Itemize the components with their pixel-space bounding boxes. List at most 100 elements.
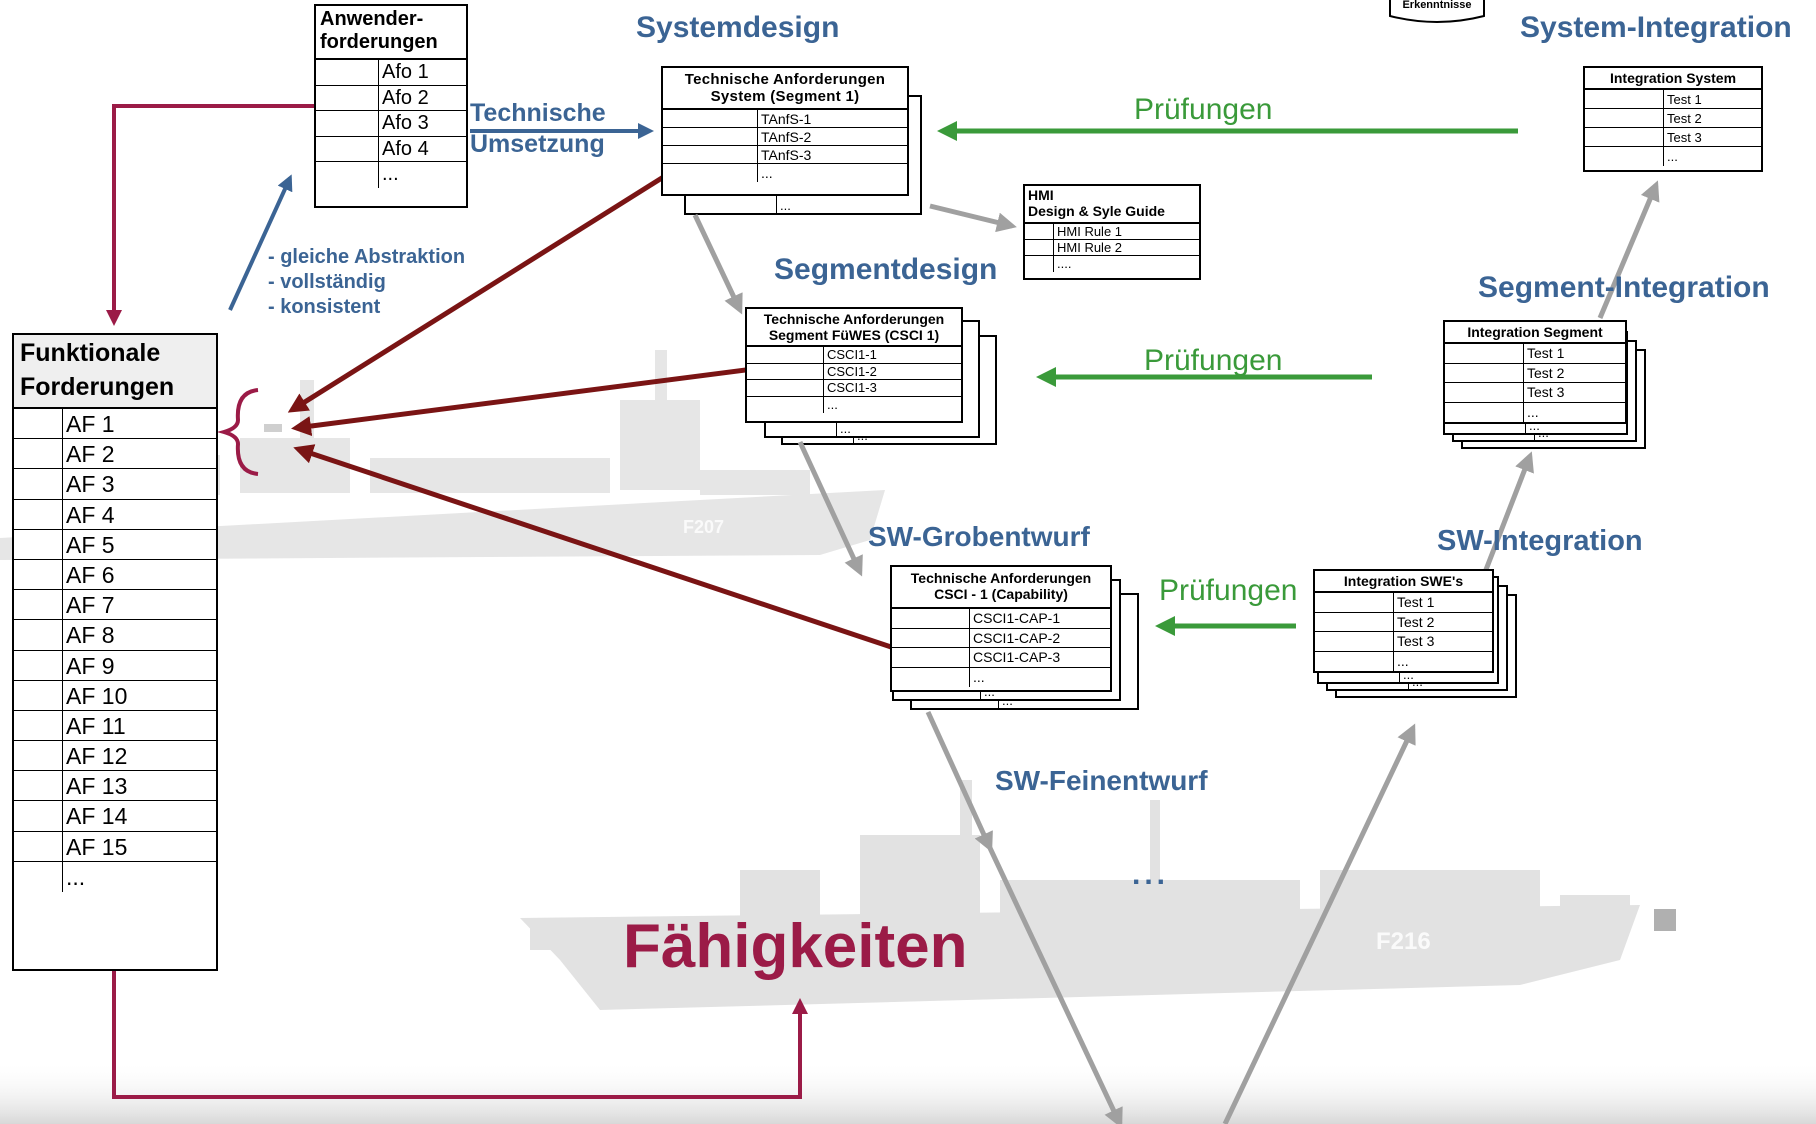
- row-indent-cell: [14, 499, 63, 529]
- table-row: AF 7: [14, 590, 216, 621]
- brace-icon: [216, 388, 259, 476]
- table-row: ...: [663, 164, 907, 182]
- trace-arrow-segment: [291, 358, 816, 436]
- table-row: ...: [316, 162, 466, 188]
- row-label: AF 13: [66, 773, 128, 800]
- arrow-system-to-segment: [692, 213, 743, 315]
- table-row: TAnfS-1: [663, 110, 907, 128]
- row-label: Test 2: [1667, 111, 1702, 126]
- shadow-ellipsis: ...: [1529, 418, 1540, 433]
- table-row: ...: [892, 667, 1110, 687]
- row-indent-cell: [747, 347, 824, 363]
- arrow-bottom-to-swe-int: [1222, 723, 1416, 1124]
- table-row: Test 2: [1445, 363, 1625, 383]
- arrow-segment-to-system-int: [1597, 180, 1660, 319]
- ship-f207-silhouette: [0, 350, 885, 560]
- row-label: ...: [827, 396, 838, 412]
- row-label: AF 3: [66, 471, 115, 498]
- row-indent-cell: [1445, 363, 1524, 382]
- table-row: Test 3: [1315, 632, 1492, 652]
- table-header: Integration SWE's: [1315, 571, 1492, 593]
- header-line: Technische Anforderungen: [910, 570, 1092, 586]
- heading-system-integration: System-Integration: [1520, 11, 1792, 44]
- funktionale-to-faehigkeiten-arrow: [112, 970, 808, 1099]
- header-line: Anwender-: [320, 8, 424, 30]
- row-label: ...: [1667, 149, 1678, 164]
- row-label: AF 11: [66, 712, 126, 739]
- row-indent-cell: [14, 741, 63, 771]
- row-indent-cell: [316, 85, 379, 110]
- row-label: ....: [1057, 256, 1072, 271]
- heading-sw-feinentwurf: SW-Feinentwurf: [995, 765, 1208, 796]
- header-line: Integration Segment: [1467, 324, 1603, 340]
- heading-sw-integration: SW-Integration: [1437, 525, 1643, 557]
- row-label: TAnfS-2: [761, 129, 812, 145]
- row-indent-cell: [14, 620, 63, 650]
- abstraction-arrow: [228, 174, 293, 311]
- row-indent-cell: [14, 439, 63, 469]
- header-line: Forderungen: [20, 373, 175, 401]
- row-label: ...: [66, 863, 86, 890]
- row-indent-cell: [14, 831, 63, 861]
- table-row: HMI Rule 2: [1025, 240, 1199, 256]
- row-indent-cell: [747, 363, 824, 379]
- table-row: AF 12: [14, 741, 216, 772]
- table-row: AF 10: [14, 680, 216, 711]
- table-row: AF 5: [14, 529, 216, 560]
- table-row: CSCI1-2: [747, 363, 961, 380]
- table-row: AF 3: [14, 469, 216, 500]
- row-indent-cell: [1445, 344, 1524, 363]
- table-row: AF 4: [14, 499, 216, 530]
- table-row: CSCI1-CAP-3: [892, 648, 1110, 668]
- row-indent-cell: [14, 771, 63, 801]
- row-label: Test 3: [1527, 384, 1565, 400]
- table-header: Anwender- forderungen: [316, 6, 466, 60]
- table-row: AF 14: [14, 801, 216, 832]
- table-header: Funktionale Forderungen: [14, 335, 216, 409]
- row-indent-cell: [892, 609, 970, 628]
- criteria-item: - gleiche Abstraktion: [268, 246, 466, 268]
- row-label: Test 1: [1397, 594, 1435, 610]
- row-label: CSCI1-3: [827, 380, 877, 395]
- row-label: CSCI1-CAP-1: [973, 610, 1061, 626]
- pruefungen-arrows: [937, 121, 1518, 636]
- header-line: Technische Anforderungen: [763, 311, 945, 327]
- table-row: Afo 2: [316, 85, 466, 111]
- header-line: Design & Syle Guide: [1028, 203, 1165, 220]
- row-indent-cell: [1585, 109, 1664, 127]
- segment-requirements-table: Technische Anforderungen Segment FüWES (…: [745, 307, 963, 423]
- row-label: Test 1: [1527, 345, 1565, 361]
- row-label: Test 2: [1527, 364, 1565, 381]
- table-row: CSCI1-3: [747, 380, 961, 397]
- row-indent-cell: [663, 164, 758, 182]
- erkenntnisse-label: Erkenntnisse: [1402, 0, 1471, 11]
- table-row: CSCI1-1: [747, 347, 961, 364]
- erkenntnisse-database-icon: Erkenntnisse: [1389, 0, 1485, 23]
- row-indent-cell: [892, 628, 970, 647]
- row-indent-cell: [14, 559, 63, 590]
- row-indent-cell: [14, 801, 63, 831]
- row-label: ...: [761, 165, 773, 181]
- row-label: AF 9: [66, 652, 115, 679]
- row-label: AF 5: [66, 531, 115, 558]
- criteria-item: - vollständig: [268, 271, 386, 293]
- pruefungen-label-segment: Prüfungen: [1144, 344, 1283, 377]
- arrow-feinentwurf-bottom: [987, 846, 1123, 1124]
- row-indent-cell: [14, 469, 63, 499]
- table-row: Test 1: [1315, 593, 1492, 613]
- row-label: HMI Rule 1: [1057, 224, 1123, 239]
- row-indent-cell: [14, 680, 63, 710]
- heading-systemdesign: Systemdesign: [636, 11, 840, 44]
- row-label: AF 14: [66, 803, 128, 830]
- header-line: Integration SWE's: [1343, 573, 1464, 589]
